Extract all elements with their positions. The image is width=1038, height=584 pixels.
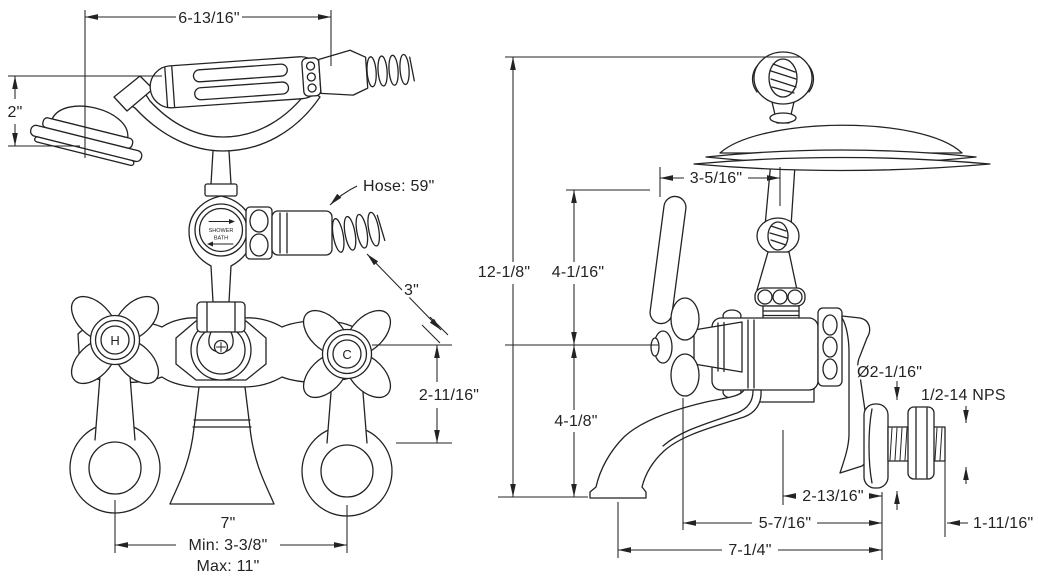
dim-handle-diameter-label: 3" [404,282,419,299]
dim-wall-to-handle-label: 5-7/16" [759,515,811,532]
hot-handle: H [70,295,160,385]
dim-wall-to-spout-label: 7-1/4" [728,542,771,559]
thread-spec-callout: 1/2-14 NPS [919,385,1008,484]
hose-length-label: Hose: 59" [363,178,435,195]
dim-handle-to-outlet-label: 2-11/16" [419,387,479,404]
dim-handle-diameter: 3" [366,253,449,344]
bath-arrow-icon [207,241,213,247]
diverter-label-bath: BATH [214,236,228,242]
dim-handset-width: 6-13/16" [84,8,332,158]
dim-head-height: 2" [5,75,162,147]
diverter-label-shower: SHOWER [209,228,234,234]
hose-coil [366,53,415,88]
dim-centers-label: 7" [221,515,236,532]
riser-stem [210,150,232,185]
dim-handle-to-base-label: 4-1/8" [554,413,597,430]
dim-cradle-to-handle: 4-1/16" [505,189,658,346]
dim-wall-to-handle: 5-7/16" [682,398,882,535]
dim-cradle-reach: 3-5/16" [659,167,781,206]
dim-handle-to-outlet: 2-11/16" [372,344,481,444]
dim-supply-centers: 7" Min: 3-3/8" Max: 11" [114,500,348,578]
hot-index-label: H [110,333,119,348]
dim-nipple-length: 1-11/16" [944,460,1036,537]
flange-diameter-callout: Ø2-1/16" [855,362,924,510]
supply-loop-left [69,375,161,514]
dim-handle-to-base: 4-1/8" [552,345,600,497]
dim-centers-max-label: Max: 11" [196,558,259,575]
supply-loop-right [301,379,393,517]
side-diverter-lever [649,195,687,325]
riser-collar [204,183,238,197]
dim-wall-to-body-label: 2-13/16" [802,488,864,505]
hose-callout: Hose: 59" [329,176,437,206]
dim-nipple-length-label: 1-11/16" [973,515,1033,532]
dim-head-height-label: 2" [8,104,23,121]
spout-bell [169,386,275,505]
dim-wall-to-spout: 7-1/4" [617,502,882,562]
shower-arrow-icon [229,219,235,224]
cold-index-label: C [342,347,351,362]
threaded-nipple [887,406,946,480]
dim-handset-width-label: 6-13/16" [178,10,240,27]
dim-centers-min-label: Min: 3-3/8" [188,537,267,554]
dim-cradle-to-handle-label: 4-1/16" [552,264,604,281]
cold-handle: C [302,309,392,399]
side-view: 12-1/8" 4-1/16" 4-1/8" 3-5/16" Ø2-1/16" [475,51,1036,562]
side-spout [589,389,762,499]
handshower-handle [149,49,415,109]
side-handle [650,297,743,397]
dim-wall-to-body: 2-13/16" [782,430,883,560]
handshower-head [29,75,154,167]
front-view: SHOWER BATH [5,8,481,578]
diverter-lever: SHOWER BATH [188,195,254,303]
dim-cradle-reach-label: 3-5/16" [690,170,742,187]
flange-diameter-label: Ø2-1/16" [857,364,922,381]
thread-spec-label: 1/2-14 NPS [921,387,1006,404]
wall-flange [863,403,889,489]
side-handshower [693,51,991,321]
hose-outlet [245,206,386,260]
dim-overall-height: 12-1/8" [475,56,800,498]
dim-overall-height-label: 12-1/8" [478,264,530,281]
